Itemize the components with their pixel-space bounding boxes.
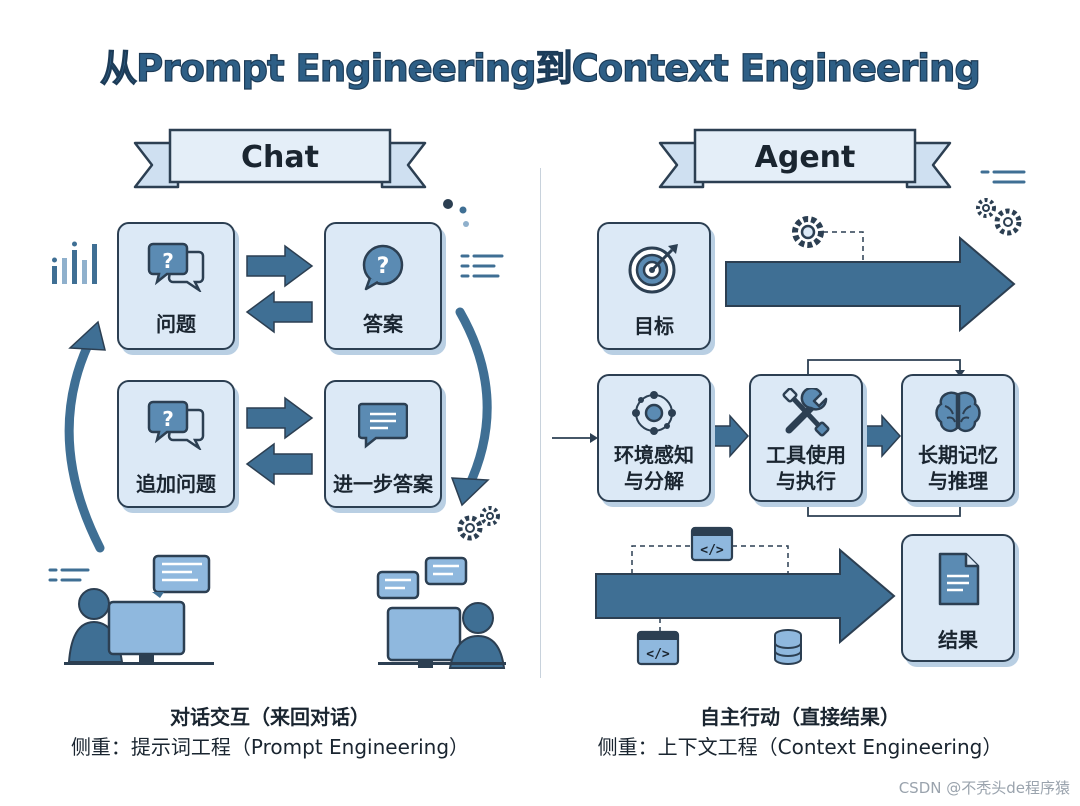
card-tools-line1: 工具使用 xyxy=(766,443,846,467)
svg-text:?: ? xyxy=(162,249,174,273)
card-answer-label: 答案 xyxy=(363,312,403,336)
card-answer: ? 答案 xyxy=(324,222,442,350)
svg-text:?: ? xyxy=(162,407,174,431)
card-perceive-label: 环境感知 与分解 xyxy=(599,442,709,494)
curve-arrow-up xyxy=(64,340,105,553)
card-followup-label: 追加问题 xyxy=(136,472,216,496)
chat-question-icon: ? xyxy=(147,242,205,292)
card-result-label: 结果 xyxy=(938,628,978,652)
chat-question-icon-2: ? xyxy=(147,400,205,450)
chat-banner: Chat xyxy=(133,128,427,189)
card-tools-label: 工具使用 与执行 xyxy=(751,442,861,494)
user-computer-icon-2 xyxy=(376,556,506,669)
card-memory-label: 长期记忆 与推理 xyxy=(903,442,1013,494)
chat-caption-sub: 侧重：提示词工程（Prompt Engineering） xyxy=(70,735,470,759)
tools-icon xyxy=(782,388,830,437)
big-arrow-result xyxy=(595,547,896,645)
brain-icon xyxy=(935,391,981,433)
card-perceive-line1: 环境感知 xyxy=(614,443,694,467)
code-window-icon: </> xyxy=(690,526,734,562)
big-arrow-goal xyxy=(725,235,1016,333)
text-bubble-icon xyxy=(358,402,408,449)
card-question: ? 问题 xyxy=(117,222,235,350)
document-icon xyxy=(938,552,980,606)
user-computer-icon xyxy=(64,554,214,665)
lines-deco-icon-2 xyxy=(48,568,90,582)
agent-caption-main-text: 自主行动（直接结果） xyxy=(700,705,900,729)
card-memory-line1: 长期记忆 xyxy=(918,443,998,467)
curve-arrow-down xyxy=(455,307,492,493)
agent-banner: Agent xyxy=(658,128,952,189)
watermark: CSDN @不秃头de程序猿 xyxy=(898,779,1070,797)
gear-icon xyxy=(457,506,500,541)
card-tools: 工具使用 与执行 xyxy=(749,374,863,502)
center-divider xyxy=(540,168,541,678)
card-memory-line2: 与推理 xyxy=(928,469,988,493)
svg-text:</>: </> xyxy=(700,543,724,558)
card-further-answer: 进一步答案 xyxy=(324,380,442,508)
network-icon xyxy=(632,391,676,435)
question-bubble-icon: ? xyxy=(362,244,404,291)
arrow-left-a-f xyxy=(245,442,313,486)
code-window-icon-2: </> xyxy=(636,630,680,666)
database-icon xyxy=(774,629,802,665)
arrow-right-q-a xyxy=(246,244,314,288)
arrow-right-f-a xyxy=(246,396,314,440)
lines-deco-icon xyxy=(460,254,504,278)
arrow-left-a-q xyxy=(245,290,313,334)
bar-chart-icon xyxy=(52,241,97,284)
card-result: 结果 xyxy=(901,534,1015,662)
agent-caption-main: 自主行动（直接结果） xyxy=(570,701,1030,730)
card-memory: 长期记忆 与推理 xyxy=(901,374,1015,502)
page-title: 从Prompt Engineering到Context Engineering xyxy=(100,46,982,90)
agent-banner-label: Agent xyxy=(755,140,856,175)
chat-flow-arrows xyxy=(48,199,506,669)
svg-text:?: ? xyxy=(377,254,390,279)
agent-caption-sub: 侧重：上下文工程（Context Engineering） xyxy=(597,735,1003,759)
card-further-answer-label: 进一步答案 xyxy=(333,472,433,496)
card-tools-line2: 与执行 xyxy=(776,469,836,493)
lines-deco-icon-3 xyxy=(980,170,1026,184)
agent-flow-arrows: </> </> xyxy=(552,170,1026,666)
card-perceive: 环境感知 与分解 xyxy=(597,374,711,502)
gear-icon-3 xyxy=(976,198,1022,236)
chat-caption-main: 对话交互（来回对话） xyxy=(40,701,500,730)
card-goal: 目标 xyxy=(597,222,711,350)
card-perceive-line2: 与分解 xyxy=(624,469,684,493)
svg-text:</>: </> xyxy=(646,647,670,662)
card-goal-label: 目标 xyxy=(634,314,674,338)
target-icon xyxy=(628,244,678,294)
chat-banner-label: Chat xyxy=(241,140,319,175)
chat-caption-main-text: 对话交互（来回对话） xyxy=(170,705,370,729)
card-followup: ? 追加问题 xyxy=(117,380,235,508)
card-question-label: 问题 xyxy=(156,312,196,336)
gear-icon-2 xyxy=(792,216,824,248)
